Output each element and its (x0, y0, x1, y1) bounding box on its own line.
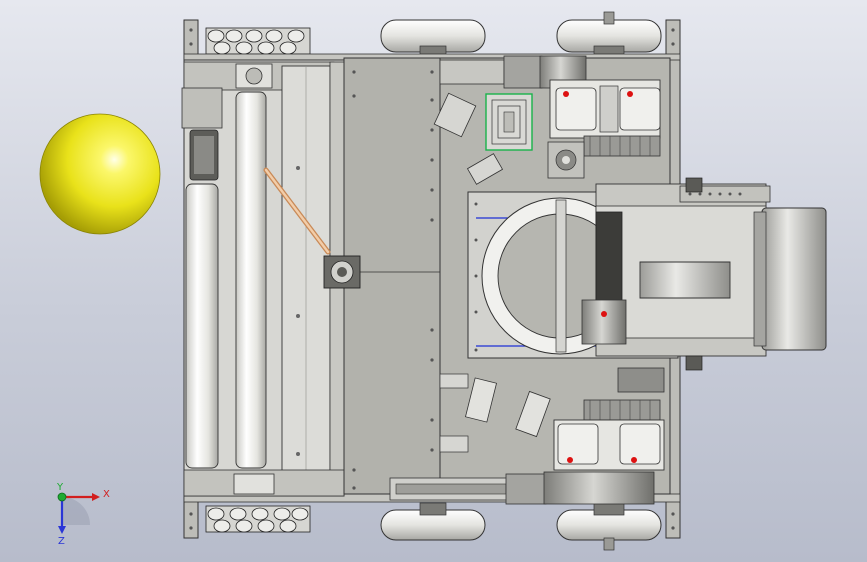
bottom-brackets (439, 367, 665, 453)
wheel-top-right[interactable] (556, 11, 662, 59)
axis-triad: X Y Z (56, 482, 110, 547)
y-axis-label: Y (56, 482, 64, 493)
wheel-top-left[interactable] (380, 19, 486, 59)
ball[interactable] (39, 113, 161, 235)
drive-module-bottom (389, 399, 665, 505)
omni-wheels-bottom (205, 505, 311, 533)
wheel-bottom-right[interactable] (556, 502, 662, 551)
intake-roller-1 (185, 183, 219, 469)
intake-roller-2 (235, 91, 267, 469)
z-axis-label: Z (58, 536, 65, 547)
y-axis-dot (57, 492, 67, 502)
omni-wheels-top (205, 27, 311, 55)
drive-module-top (547, 79, 661, 179)
shooter-assembly[interactable] (581, 177, 827, 371)
shooter-flywheel (761, 207, 827, 351)
wheel-bottom-left[interactable] (380, 502, 486, 541)
sphere-icon (39, 113, 161, 235)
robot-chassis[interactable] (181, 11, 827, 551)
intake-assembly[interactable] (181, 59, 345, 497)
x-axis-label: X (103, 489, 110, 500)
hopper-top (433, 55, 587, 185)
